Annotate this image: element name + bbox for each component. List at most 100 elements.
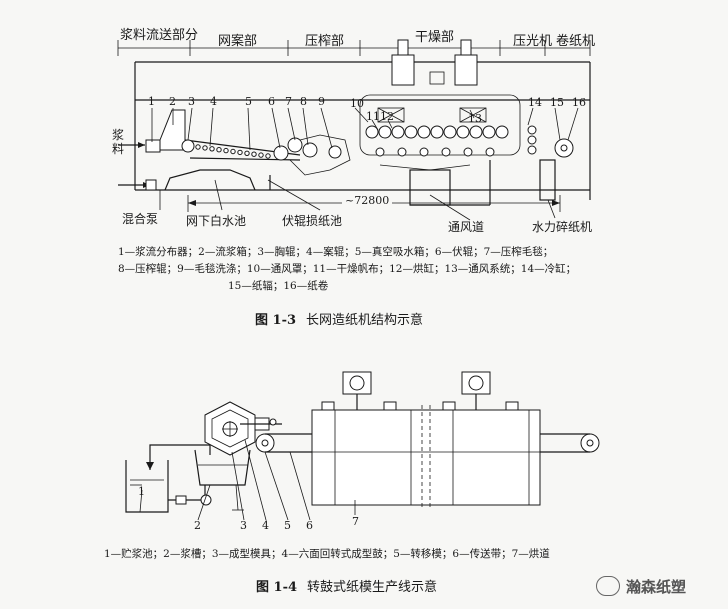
- fig2-leader-lines: [139, 439, 356, 521]
- table-roll: [237, 149, 243, 156]
- part-number: 16: [572, 96, 586, 109]
- calender-stack: [527, 125, 537, 155]
- drying-tunnel: [311, 401, 541, 510]
- dryer-cylinder: [469, 125, 483, 139]
- length-dimension-value: ~72800: [342, 194, 393, 207]
- stock-tank: [125, 460, 169, 513]
- wechat-icon: [596, 576, 620, 596]
- fig2-part-number: 1: [138, 485, 145, 498]
- part-number: 6: [268, 95, 275, 108]
- stock-inflow-label: 浆料: [112, 128, 125, 156]
- dryer-cylinders: [365, 125, 509, 157]
- dryer-cylinder: [443, 125, 457, 139]
- ventilation-stacks: [377, 39, 487, 123]
- felt-roll: [375, 147, 385, 157]
- felt-roll: [485, 147, 495, 157]
- headbox: [145, 109, 186, 153]
- section-label-headbox: 浆料流送部分: [120, 28, 199, 43]
- couch-pit-label: 伏辊损纸池: [282, 214, 343, 228]
- fig2-caption-number: 图 1-4: [256, 580, 298, 595]
- felt-roll: [397, 147, 407, 157]
- fig1-caption-number: 图 1-3: [255, 313, 297, 328]
- table-roll: [216, 147, 222, 153]
- mix-pump-label: 混合泵: [122, 212, 159, 226]
- dryer-cylinder: [417, 125, 431, 139]
- legend-line: 8—压榨辊；9—毛毯洗涤；10—通风罩；11—干燥帆布；12—烘缸；13—通风系…: [118, 263, 577, 275]
- section-label-calender: 压光机: [513, 34, 553, 49]
- table-rolls: [195, 144, 271, 159]
- part-number: 10: [350, 97, 364, 110]
- fig2-part-number: 6: [306, 519, 313, 532]
- felt-roll: [463, 147, 473, 157]
- fig2-part-number: 2: [194, 519, 201, 532]
- fig1-caption: 图 1-3 长网造纸机结构示意: [255, 309, 423, 328]
- dryer-cylinder: [482, 125, 496, 139]
- part-number: 14: [528, 96, 542, 109]
- legend-line: 15—纸辐；16—纸卷: [228, 280, 329, 292]
- part-number: 11: [366, 110, 380, 123]
- dryer-cylinder: [391, 125, 405, 139]
- fig1-legend: 1—浆流分布器；2—流浆箱；3—胸辊；4—案辊；5—真空吸水箱；6—伏辊；7—压…: [118, 244, 576, 295]
- dryer-cylinder: [430, 125, 444, 139]
- part-number: 2: [169, 95, 176, 108]
- slurry-trough: [194, 449, 251, 486]
- felt-roll: [419, 147, 429, 157]
- part-number: 12: [380, 110, 394, 123]
- table-roll: [195, 144, 201, 150]
- part-number: 15: [550, 96, 564, 109]
- part-number: 7: [285, 95, 292, 108]
- part-number: 9: [318, 95, 325, 108]
- table-roll: [209, 146, 215, 152]
- pulper-label: 水力碎纸机: [532, 220, 593, 234]
- dryer-cylinder: [404, 125, 418, 139]
- drum-molding-line-diagram: [125, 371, 600, 521]
- fig1-caption-text: 长网造纸机结构示意: [306, 313, 424, 328]
- dryer-cylinder: [456, 125, 470, 139]
- table-roll: [244, 150, 250, 157]
- section-dimension-lines: [117, 40, 591, 56]
- part-number: 5: [245, 95, 252, 108]
- part-number: 8: [300, 95, 307, 108]
- dryer-cylinder: [365, 125, 379, 139]
- dryer-cylinder: [378, 125, 392, 139]
- fig2-caption: 图 1-4 转鼓式纸模生产线示意: [256, 576, 437, 595]
- section-label-press: 压榨部: [305, 34, 345, 49]
- part-number: 13: [468, 112, 482, 125]
- pipework: [146, 444, 212, 506]
- duct-label: 通风道: [448, 220, 485, 234]
- tunnel-fans: [342, 371, 491, 410]
- legend-line: 1—浆流分布器；2—流浆箱；3—胸辊；4—案辊；5—真空吸水箱；6—伏辊；7—压…: [118, 246, 554, 258]
- fig2-part-number: 7: [352, 515, 359, 528]
- machine-housing: [134, 61, 591, 200]
- watermark: 瀚森纸塑: [596, 572, 716, 598]
- table-roll: [258, 152, 264, 158]
- underground-pits: [164, 159, 556, 206]
- paper-machine-diagram: [117, 39, 591, 221]
- fig2-part-number: 4: [262, 519, 269, 532]
- part-number: 1: [148, 95, 155, 108]
- table-roll: [251, 151, 257, 157]
- section-label-dryer: 干燥部: [415, 30, 455, 45]
- table-roll: [202, 145, 208, 151]
- wire-section: [181, 139, 301, 161]
- watermark-text: 瀚森纸塑: [626, 578, 687, 596]
- fig2-part-number: 5: [284, 519, 291, 532]
- table-roll: [223, 147, 229, 154]
- leader-lines: [151, 107, 579, 221]
- white-water-pit-label: 网下白水池: [186, 214, 247, 228]
- fig2-legend: 1—贮浆池；2—浆槽；3—成型模具；4—六面回转式成型鼓；5—转移模；6—传送带…: [104, 548, 550, 560]
- fig2-part-number: 3: [240, 519, 247, 532]
- section-label-reel: 卷纸机: [556, 34, 596, 49]
- dryer-cylinder: [495, 125, 509, 139]
- stock-inflow-arrows: [118, 142, 157, 191]
- part-number: 4: [210, 95, 217, 108]
- table-roll: [265, 153, 271, 159]
- press-rolls: [287, 134, 351, 176]
- felt-roll: [441, 147, 451, 157]
- fig2-caption-text: 转鼓式纸模生产线示意: [307, 580, 438, 595]
- table-roll: [230, 148, 236, 155]
- hexagonal-drum: [204, 401, 256, 456]
- part-number: 3: [188, 95, 195, 108]
- transfer-mold: [240, 417, 282, 431]
- paper-reel: [554, 138, 574, 158]
